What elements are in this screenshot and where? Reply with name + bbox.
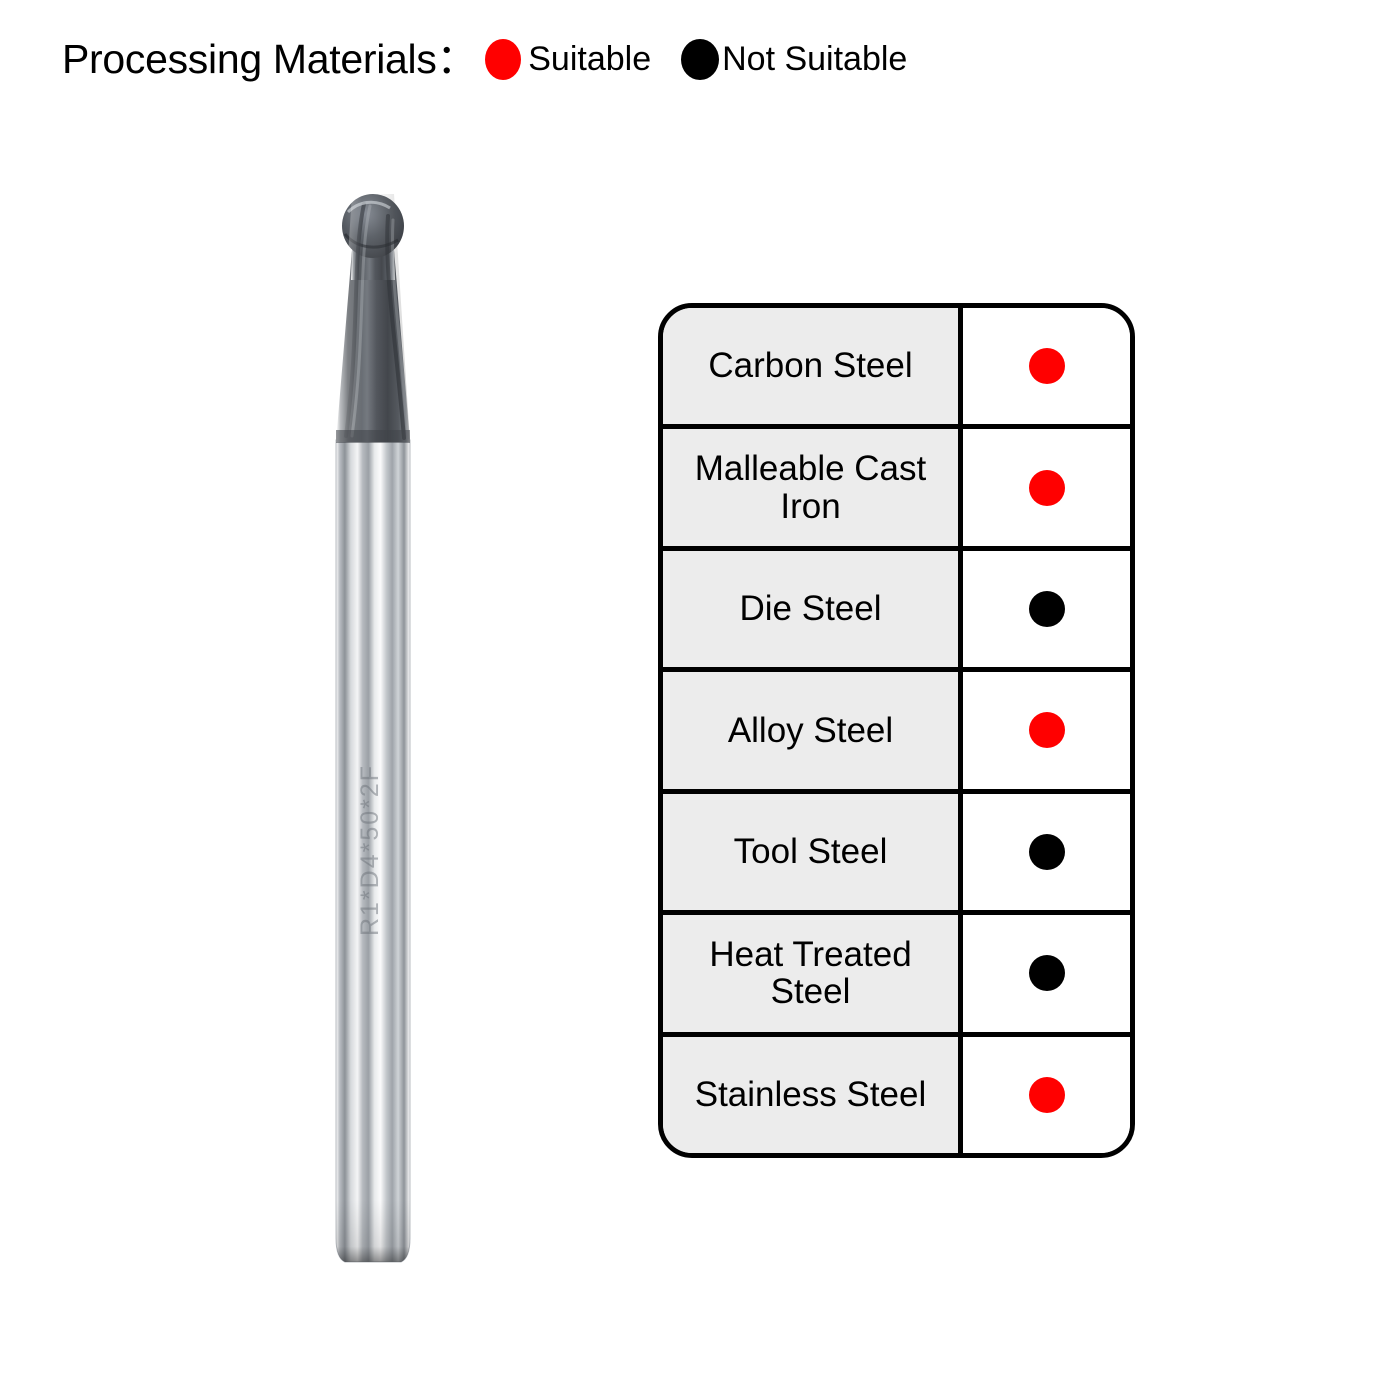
black-dot-icon: [1028, 833, 1065, 870]
black-dot-icon: [1028, 955, 1065, 992]
processing-materials-header: Processing Materials： Suitable Not Suita…: [62, 33, 907, 85]
legend-item-suitable: Suitable: [477, 38, 652, 80]
material-status-cell: [963, 1036, 1130, 1153]
material-name-cell: Carbon Steel: [663, 308, 963, 425]
table-row: Alloy Steel: [663, 672, 1130, 794]
shank-engraving-text: R1*D4*50*2F: [356, 764, 384, 936]
red-dot-icon: [1028, 469, 1065, 506]
material-name-cell: Malleable Cast Iron: [663, 429, 963, 546]
black-dot-icon: [681, 38, 720, 80]
material-name-cell: Die Steel: [663, 550, 963, 668]
red-dot-icon: [1028, 1076, 1065, 1113]
table-row: Heat Treated Steel: [663, 915, 1130, 1037]
materials-table-body: Carbon Steel Malleable Cast Iron Die Ste…: [663, 308, 1130, 1153]
table-row: Die Steel: [663, 550, 1130, 673]
material-name-cell: Heat Treated Steel: [663, 915, 963, 1032]
processing-materials-table: Carbon Steel Malleable Cast Iron Die Ste…: [658, 303, 1135, 1158]
red-dot-icon: [485, 38, 522, 80]
material-name-cell: Tool Steel: [663, 793, 963, 911]
legend-label-not-suitable: Not Suitable: [722, 40, 908, 78]
legend-item-not-suitable: Not Suitable: [651, 38, 908, 80]
material-status-cell: [963, 429, 1130, 546]
material-status-cell: [963, 915, 1130, 1032]
table-row: Carbon Steel: [663, 308, 1130, 430]
material-status-cell: [963, 672, 1130, 789]
end-mill-shank: R1*D4*50*2F: [335, 439, 411, 1263]
end-mill-illustration: R1*D4*50*2F: [335, 194, 411, 1263]
material-name-cell: Stainless Steel: [663, 1036, 963, 1153]
material-status-cell: [963, 550, 1130, 668]
material-name-cell: Alloy Steel: [663, 672, 963, 789]
red-dot-icon: [1028, 348, 1065, 385]
material-status-cell: [963, 793, 1130, 911]
end-mill-coated-section: [336, 194, 410, 443]
table-row: Stainless Steel: [663, 1036, 1130, 1153]
page-title: Processing Materials：: [62, 35, 478, 82]
black-dot-icon: [1028, 591, 1065, 628]
table-row: Tool Steel: [663, 793, 1130, 916]
material-status-cell: [963, 308, 1130, 425]
legend-label-suitable: Suitable: [528, 40, 652, 78]
red-dot-icon: [1028, 712, 1065, 749]
table-row: Malleable Cast Iron: [663, 429, 1130, 551]
product-image-ball-nose-end-mill: R1*D4*50*2F: [300, 190, 480, 1280]
